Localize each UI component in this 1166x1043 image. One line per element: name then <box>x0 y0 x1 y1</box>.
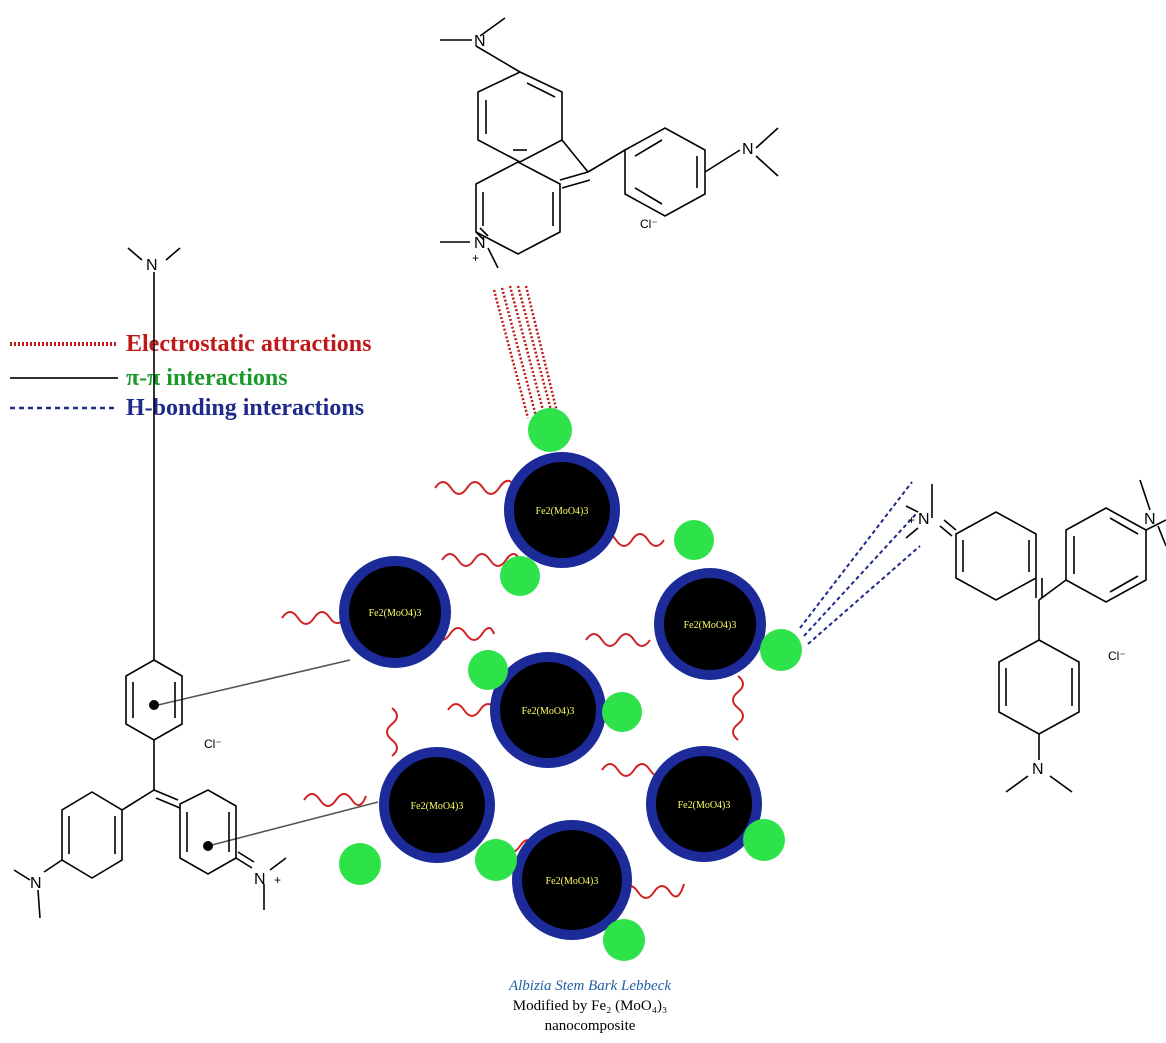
legend-h-bonding-label: H-bonding interactions <box>126 395 364 421</box>
right-n-atom-2: N <box>1144 511 1156 528</box>
legend: Electrostatic attractions π-π interactio… <box>10 331 371 421</box>
right-n-atom-1: N <box>918 511 930 528</box>
nanoparticle-label: Fe2(MoO4)3 <box>369 608 422 619</box>
left-chloride: Cl⁻ <box>204 737 222 751</box>
top-plus-sign: + <box>472 251 479 265</box>
nanoparticle-label: Fe2(MoO4)3 <box>411 801 464 812</box>
top-chloride: Cl⁻ <box>640 217 658 231</box>
caption-line-2: Modified by Fe₂ (MoO₄)₃ <box>513 998 667 1014</box>
nanoparticle-label: Fe2(MoO4)3 <box>678 800 731 811</box>
pi-pi-lines <box>157 659 379 847</box>
binding-site-dot <box>603 919 645 961</box>
electrostatic-attraction-lines <box>492 285 560 419</box>
left-n-atom-2: N <box>30 875 42 892</box>
nanoparticle-lower-left: Fe2(MoO4)3 <box>379 747 495 863</box>
nanoparticle-label: Fe2(MoO4)3 <box>684 620 737 631</box>
nanoparticle-center: Fe2(MoO4)3 <box>490 652 606 768</box>
nanoparticle-label: Fe2(MoO4)3 <box>546 876 599 887</box>
binding-site-dot <box>743 819 785 861</box>
left-plus-sign: + <box>274 873 281 887</box>
nanoparticle-label: Fe2(MoO4)3 <box>536 506 589 517</box>
legend-electrostatic-label: Electrostatic attractions <box>126 331 371 357</box>
right-n-atom-3: N <box>1032 761 1044 778</box>
legend-pi-pi-label: π-π interactions <box>126 365 288 391</box>
caption-line-3: nanocomposite <box>545 1018 636 1034</box>
nanoparticle-lower-right: Fe2(MoO4)3 <box>646 746 762 862</box>
left-n-atom-3: N <box>254 871 266 888</box>
binding-site-dot <box>760 629 802 671</box>
caption: Albizia Stem Bark Lebbeck Modified by Fe… <box>508 978 671 1034</box>
right-plus-sign: + <box>908 513 915 527</box>
binding-site-dot <box>674 520 714 560</box>
binding-site-dot <box>500 556 540 596</box>
binding-site-dot <box>602 692 642 732</box>
binding-site-dot <box>475 839 517 881</box>
nanoparticle-left: Fe2(MoO4)3 <box>339 556 451 668</box>
caption-line-1: Albizia Stem Bark Lebbeck <box>508 978 671 994</box>
nanoparticle-top: Fe2(MoO4)3 <box>504 452 620 568</box>
left-n-atom-1: N <box>146 257 158 274</box>
nanoparticle-cluster: Fe2(MoO4)3 Fe2(MoO4)3 Fe2(MoO4)3 Fe2(MoO… <box>339 452 766 940</box>
green-binding-sites <box>339 408 802 961</box>
top-n-atom-1: N <box>474 33 486 50</box>
top-n-atom-2: N <box>742 141 754 158</box>
pi-contact-dot <box>149 700 159 710</box>
binding-site-dot <box>339 843 381 885</box>
nanoparticle-right: Fe2(MoO4)3 <box>654 568 766 680</box>
h-bonding-lines <box>799 481 921 645</box>
right-dye-molecule <box>905 479 1166 793</box>
nanoparticle-label: Fe2(MoO4)3 <box>522 706 575 717</box>
pi-contact-dot <box>203 841 213 851</box>
right-chloride: Cl⁻ <box>1108 649 1126 663</box>
top-n-atom-3: N <box>474 235 486 252</box>
binding-site-dot <box>528 408 572 452</box>
nanoparticle-bottom: Fe2(MoO4)3 <box>512 820 632 940</box>
left-dye-molecule <box>13 247 287 919</box>
binding-site-dot <box>468 650 508 690</box>
top-dye-molecule <box>440 17 779 269</box>
